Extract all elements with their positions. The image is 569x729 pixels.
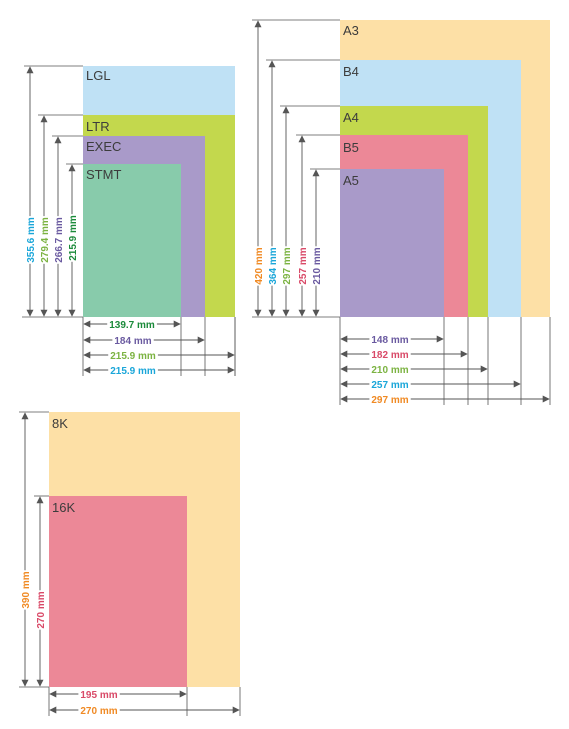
height-label-a3: 420 mm xyxy=(254,247,265,284)
width-label-bg xyxy=(369,380,411,391)
height-label-b4: 364 mm xyxy=(268,247,279,284)
height-label-b5: 257 mm xyxy=(298,247,309,284)
height-label-8k: 390 mm xyxy=(21,571,32,608)
height-label-bg xyxy=(68,214,79,262)
height-label-stmt: 215.9 mm xyxy=(68,215,79,261)
width-label-bg xyxy=(107,320,157,331)
chinese-sizes: 8K 16K 390 mm 270 mm 270 mm 195 mm xyxy=(19,411,241,717)
width-label-stmt: 139.7 mm xyxy=(109,320,155,331)
width-label-bg xyxy=(78,690,120,701)
width-label-bg xyxy=(112,336,154,347)
width-label-bg xyxy=(369,365,411,376)
width-label-bg xyxy=(108,351,158,362)
paper-lgl-label: LGL xyxy=(86,68,111,83)
paper-16k-rect xyxy=(49,496,187,687)
height-label-bg xyxy=(40,216,51,264)
height-label-bg xyxy=(254,246,265,286)
paper-8k-label: 8K xyxy=(52,416,68,431)
paper-a5-label: A5 xyxy=(343,173,359,188)
height-label-bg xyxy=(26,216,37,264)
paper-exec-label: EXEC xyxy=(86,139,121,154)
height-label-exec: 266.7 mm xyxy=(54,217,65,263)
width-label-lgl: 215.9 mm xyxy=(110,366,156,377)
width-label-16k: 195 mm xyxy=(80,690,117,701)
height-label-lgl: 355.6 mm xyxy=(26,217,37,263)
width-label-bg xyxy=(369,395,411,406)
paper-a5-rect xyxy=(340,169,444,317)
paper-stmt-label: STMT xyxy=(86,167,121,182)
width-label-b4: 257 mm xyxy=(371,380,408,391)
width-label-bg xyxy=(78,706,120,717)
width-label-ltr: 215.9 mm xyxy=(110,351,156,362)
height-label-bg xyxy=(298,246,309,286)
height-label-bg xyxy=(282,246,293,286)
height-label-bg xyxy=(268,246,279,286)
paper-16k-label: 16K xyxy=(52,500,75,515)
paper-ltr-label: LTR xyxy=(86,119,110,134)
paper-a4-label: A4 xyxy=(343,110,359,125)
height-label-16k: 270 mm xyxy=(36,591,47,628)
height-label-a5: 210 mm xyxy=(312,247,323,284)
paper-stmt-rect xyxy=(83,164,181,317)
height-label-bg xyxy=(54,216,65,264)
paper-b5-label: B5 xyxy=(343,140,359,155)
width-label-a4: 210 mm xyxy=(371,365,408,376)
width-label-a3: 297 mm xyxy=(371,395,408,406)
paper-b4-label: B4 xyxy=(343,64,359,79)
height-label-a4: 297 mm xyxy=(282,247,293,284)
height-label-bg xyxy=(36,590,47,630)
height-label-bg xyxy=(312,246,323,286)
width-label-8k: 270 mm xyxy=(80,706,117,717)
width-label-bg xyxy=(369,350,411,361)
height-label-bg xyxy=(21,570,32,610)
width-label-bg xyxy=(108,366,158,377)
width-label-a5: 148 mm xyxy=(371,335,408,346)
paper-a3-label: A3 xyxy=(343,23,359,38)
width-label-exec: 184 mm xyxy=(114,336,151,347)
height-label-ltr: 279.4 mm xyxy=(40,217,51,263)
width-label-b5: 182 mm xyxy=(371,350,408,361)
width-label-bg xyxy=(369,335,411,346)
